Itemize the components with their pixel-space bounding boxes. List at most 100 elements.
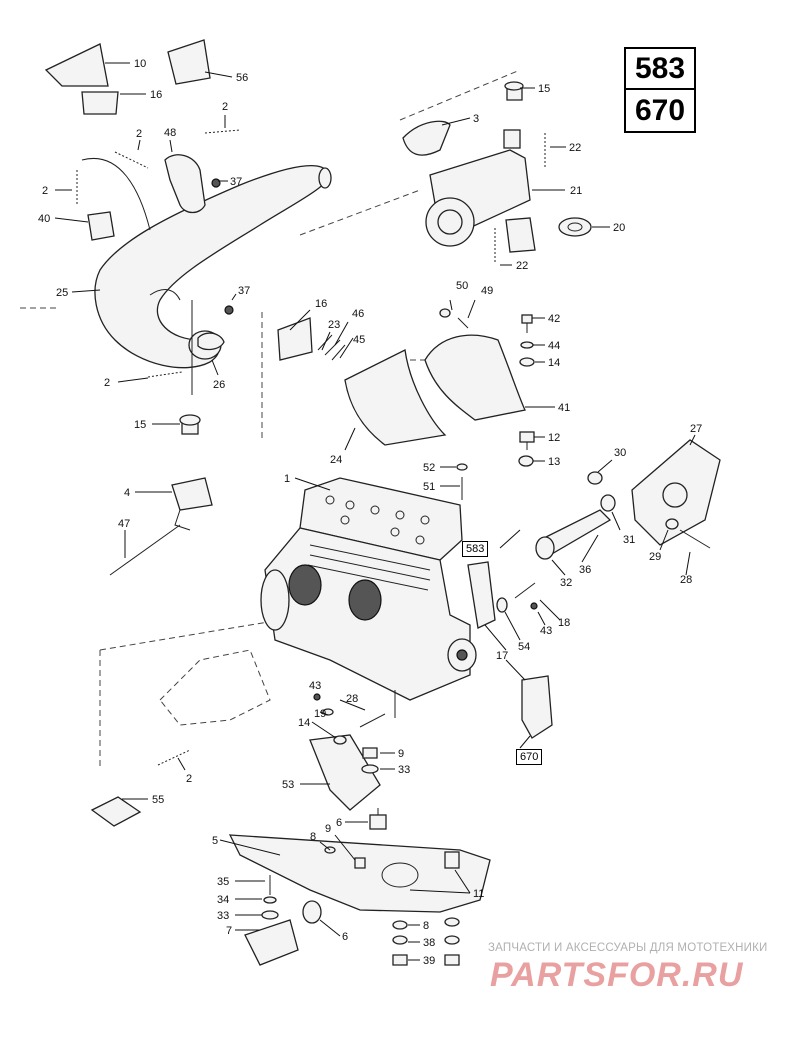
callout-31: 31 (623, 534, 635, 546)
callout-2: 2 (42, 185, 48, 197)
callout-4: 4 (124, 487, 130, 499)
washer-14b (333, 735, 347, 745)
callout-53: 53 (282, 779, 294, 791)
callout-2: 2 (222, 101, 228, 113)
callout-33: 33 (398, 764, 410, 776)
washer-54 (496, 597, 508, 613)
rubber-elbow-48 (164, 154, 206, 214)
callout-29: 29 (649, 551, 661, 563)
watermark-brand: PARTSFOR.RU (490, 956, 744, 992)
nut-39b (444, 954, 460, 966)
washer-8c (444, 917, 460, 927)
callout-39: 39 (423, 955, 435, 967)
washer-50 (439, 308, 451, 318)
callout-2: 2 (104, 377, 110, 389)
bolt-12 (519, 431, 535, 450)
support-41 (424, 334, 526, 421)
callout-43: 43 (309, 680, 321, 692)
callout-45: 45 (353, 334, 365, 346)
shield-24 (344, 349, 447, 446)
variant-670-label: 670 (516, 749, 543, 765)
callout-37: 37 (230, 176, 242, 188)
pad-55 (90, 796, 142, 827)
callout-34: 34 (217, 894, 229, 906)
callout-28: 28 (346, 693, 358, 705)
washer-38 (392, 935, 408, 945)
bracket-4 (171, 477, 213, 511)
callout-20: 20 (613, 222, 625, 234)
washer-38b (444, 935, 460, 945)
model-670-label: 670 (634, 94, 686, 127)
ref-line (99, 619, 281, 651)
bracket-7 (244, 919, 299, 966)
mount-40 (87, 211, 115, 241)
gasket-16b (277, 317, 313, 361)
nut-43b (313, 693, 321, 701)
nut-43a (530, 602, 538, 610)
callout-2: 2 (136, 128, 142, 140)
engine-plate-5 (228, 834, 491, 913)
magneto-cover (260, 569, 290, 631)
callout-37: 37 (238, 285, 250, 297)
callout-16: 16 (150, 89, 162, 101)
bolt-42 (521, 314, 533, 333)
bracket-4-arm (174, 509, 191, 531)
callout-21: 21 (570, 185, 582, 197)
callout-26: 26 (213, 379, 225, 391)
callout-28: 28 (680, 574, 692, 586)
muffler-outlet-inner (437, 209, 463, 235)
callout-54: 54 (518, 641, 530, 653)
spring-icon (114, 151, 149, 169)
callout-41: 41 (558, 402, 570, 414)
mount-11 (444, 851, 460, 869)
pto-center (456, 649, 468, 661)
variant-583-label: 583 (462, 541, 489, 557)
callout-43: 43 (540, 625, 552, 637)
callout-6: 6 (342, 931, 348, 943)
callout-52: 52 (423, 462, 435, 474)
cylinder-fins (307, 544, 431, 591)
callout-18: 18 (558, 617, 570, 629)
callout-25: 25 (56, 287, 68, 299)
callout-1: 1 (284, 473, 290, 485)
gasket-10 (44, 43, 109, 87)
washer-29 (665, 518, 679, 530)
pipe-inlet (318, 167, 332, 189)
callout-14: 14 (548, 357, 560, 369)
callout-15: 15 (538, 83, 550, 95)
grommet-hole (567, 222, 583, 232)
callout-17: 17 (496, 650, 508, 662)
axle-32-end (535, 536, 555, 560)
rubber-mount-6b (302, 900, 322, 924)
callout-48: 48 (164, 127, 176, 139)
callout-5: 5 (212, 835, 218, 847)
bolt-28a (679, 529, 711, 549)
washer-33b (261, 910, 279, 920)
bracket-53 (309, 734, 381, 811)
washer-14 (519, 357, 535, 367)
callout-35: 35 (217, 876, 229, 888)
callout-47: 47 (118, 518, 130, 530)
tuned-pipe (94, 164, 330, 369)
callout-22: 22 (569, 142, 581, 154)
callout-15: 15 (134, 419, 146, 431)
rivet-47 (109, 524, 181, 576)
watermark-caption: ЗАПЧАСТИ И АКСЕССУАРЫ ДЛЯ МОТОТЕХНИКИ (488, 942, 768, 954)
gasket-16 (81, 91, 119, 115)
callout-23: 23 (328, 319, 340, 331)
grommet-20 (558, 217, 592, 237)
washer-33a (361, 764, 379, 774)
plate-17-583 (467, 561, 496, 629)
spring-wire (81, 158, 151, 231)
callout-13: 13 (548, 456, 560, 468)
nut-37b (224, 305, 234, 315)
washer-34 (263, 896, 277, 904)
callout-19: 19 (314, 708, 326, 720)
callout-8: 8 (423, 920, 429, 932)
muffler-pipe (505, 217, 536, 253)
callout-44: 44 (548, 340, 560, 352)
nut-13 (518, 455, 534, 467)
model-number-box: 583 670 (624, 47, 696, 133)
callout-56: 56 (236, 72, 248, 84)
